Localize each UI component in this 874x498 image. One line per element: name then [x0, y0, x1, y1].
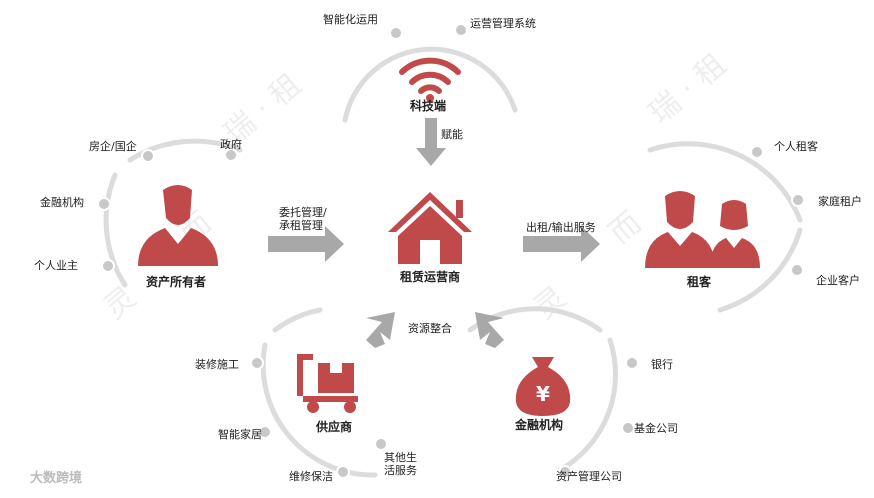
- owner-item-2: 政府: [220, 138, 242, 151]
- arc-node: [374, 437, 388, 451]
- person-icon: [138, 185, 218, 266]
- svg-text:¥: ¥: [536, 382, 550, 406]
- arrow-owner-right: [268, 226, 344, 262]
- hand-truck-icon: [297, 354, 358, 413]
- tenant-title: 租客: [687, 275, 712, 289]
- watermark-text-2: 瑞 · 租: [643, 47, 733, 131]
- arrow-finance-up: [475, 312, 504, 348]
- tech-title: 科技端: [410, 99, 447, 113]
- watermark-text-4: 灵: [528, 280, 573, 326]
- tech-item-2: 运营管理系统: [470, 17, 536, 30]
- tenant-arc: [647, 141, 803, 223]
- owner-arc: [103, 172, 128, 288]
- supplier-item-3: 维修保洁: [289, 470, 333, 483]
- watermark-text-6: 而: [603, 205, 648, 251]
- arc-node: [250, 356, 264, 370]
- wifi-icon: [399, 57, 461, 102]
- supplier-item-1: 装修施工: [195, 358, 239, 371]
- owner-item-3: 金融机构: [40, 196, 84, 209]
- center-title: 租赁运营商: [400, 270, 461, 284]
- arrow-tech-down: [416, 118, 446, 166]
- supplier-title: 供应商: [316, 420, 353, 434]
- money-bag-icon: ¥: [515, 357, 571, 416]
- watermark-text-3: 灵: [98, 280, 143, 326]
- tech-arc: [342, 46, 518, 123]
- arc-node: [389, 26, 403, 40]
- arrow-supplier-up: [366, 312, 395, 348]
- resource-label: 资源整合: [408, 322, 452, 335]
- owner-item-1: 房企/国企: [89, 140, 137, 153]
- tech-arrow-label: 赋能: [441, 128, 463, 141]
- arc-node: [224, 148, 238, 162]
- tenant-item-1: 个人租客: [774, 140, 818, 153]
- arc-node: [258, 425, 272, 439]
- tech-item-1: 智能化运用: [323, 13, 378, 26]
- arc-node: [791, 193, 805, 207]
- arrow-tenant-right: [523, 226, 600, 262]
- arc-node: [141, 149, 155, 163]
- tenant-arc-low: [717, 227, 803, 313]
- arc-node: [625, 356, 639, 370]
- watermark-logo: 大数跨境: [30, 471, 83, 486]
- tenant-arrow-label: 出租/输出服务: [526, 221, 596, 234]
- arc-node: [750, 145, 764, 159]
- supplier-item-4: 其他生 活服务: [384, 451, 417, 477]
- arc-node: [454, 23, 468, 37]
- arc-node: [558, 465, 572, 479]
- supplier-item-2: 智能家居: [218, 428, 262, 441]
- couple-icon: [645, 191, 760, 268]
- finance-item-2: 基金公司: [634, 422, 678, 435]
- owner-item-4: 个人业主: [34, 259, 78, 272]
- owner-arrow-label: 委托管理/ 承租管理: [279, 206, 327, 232]
- arc-node: [336, 465, 350, 479]
- supplier-arc-top: [272, 307, 323, 333]
- arc-node: [101, 259, 115, 273]
- owner-title: 资产所有者: [146, 275, 207, 289]
- finance-arc: [557, 337, 619, 473]
- house-icon: [388, 192, 472, 264]
- tenant-item-3: 企业客户: [816, 274, 860, 287]
- tenant-item-2: 家庭租户: [818, 195, 862, 208]
- arc-node: [97, 197, 111, 211]
- arc-node: [621, 421, 635, 435]
- finance-title: 金融机构: [515, 418, 564, 432]
- finance-item-1: 银行: [651, 358, 673, 371]
- arc-node: [790, 263, 804, 277]
- finance-item-3: 资产管理公司: [556, 470, 622, 483]
